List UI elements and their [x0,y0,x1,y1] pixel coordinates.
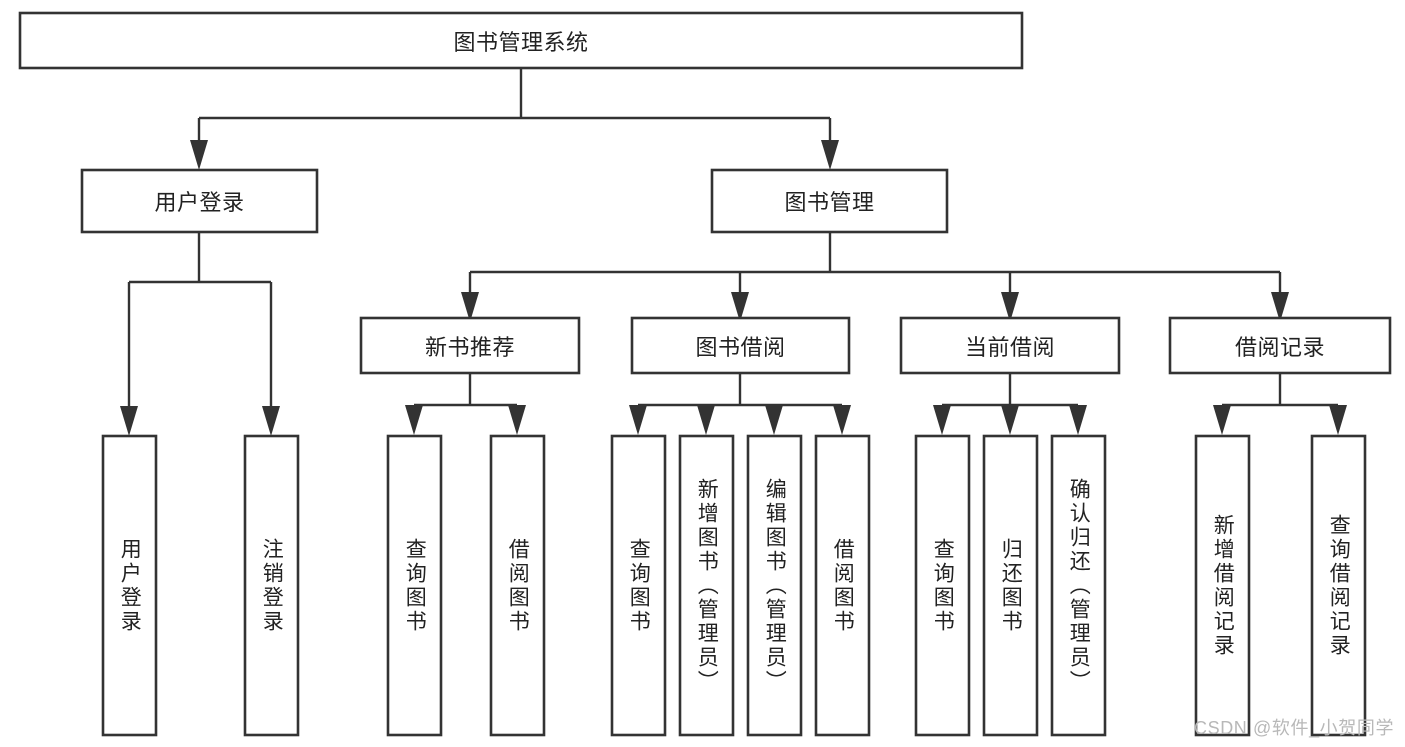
node-leaf-rect-10[interactable] [1050,434,1107,737]
edge-group-root-to-level2 [190,68,839,170]
node-book-borrow-rect[interactable] [630,316,851,375]
node-leaf-rect-0[interactable] [101,434,158,737]
edge-group-borrow-record-to-leaves [1213,373,1347,435]
node-leaf-rect-1[interactable] [243,434,300,737]
node-user-login-rect[interactable] [80,168,319,234]
node-current-borrow-rect[interactable] [899,316,1121,375]
node-borrow-record-rect[interactable] [1168,316,1392,375]
node-leaf-rect-5[interactable] [678,434,735,737]
node-leaf-rect-7[interactable] [814,434,871,737]
watermark-label: CSDN @软件_小贺同学 [1194,718,1395,738]
node-leaf-rect-9[interactable] [982,434,1039,737]
edge-group-book-borrow-to-leaves [629,373,851,435]
node-leaf-rect-11[interactable] [1194,434,1251,737]
node-leaf-rect-8[interactable] [914,434,971,737]
edge-group-new-book-to-leaves [405,373,526,435]
node-book-management-rect[interactable] [710,168,949,234]
node-leaf-rect-6[interactable] [746,434,803,737]
node-root-rect[interactable] [18,11,1024,70]
edge-group-user-login-to-leaves [120,232,280,436]
edge-group-current-borrow-to-leaves [933,373,1087,435]
node-leaf-rect-2[interactable] [386,434,443,737]
node-leaf-rect-3[interactable] [489,434,546,737]
node-leaf-rect-4[interactable] [610,434,667,737]
node-new-book-recommend-rect[interactable] [359,316,581,375]
node-leaf-rect-12[interactable] [1310,434,1367,737]
edge-group-book-mgmt-to-level3 [461,232,1289,322]
